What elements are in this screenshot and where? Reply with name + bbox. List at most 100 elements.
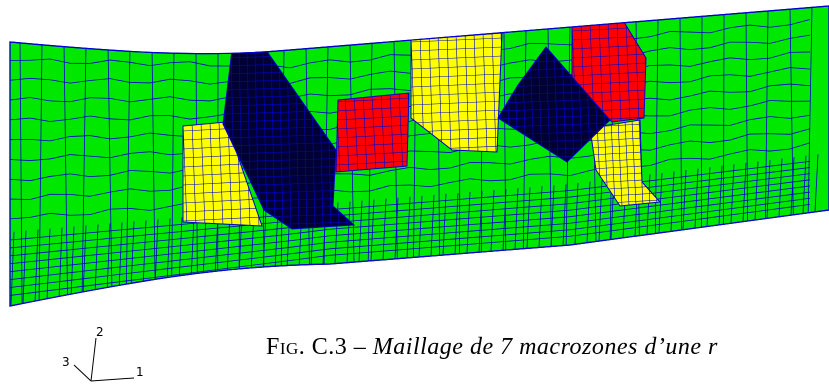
mesh-edge <box>649 31 671 38</box>
mesh-edge <box>409 214 431 217</box>
mesh-edge <box>29 158 51 161</box>
mesh-edge <box>789 83 811 87</box>
mesh-edge <box>429 225 451 229</box>
mesh-edge <box>336 106 409 112</box>
mesh-edge <box>151 46 156 288</box>
mesh-edge <box>689 192 711 196</box>
mesh-edge <box>227 122 233 226</box>
mesh-edge <box>358 200 363 262</box>
mesh-edge <box>309 111 331 114</box>
mesh-edge <box>353 93 359 172</box>
mesh-edge <box>569 155 591 159</box>
mesh-edge <box>58 227 63 300</box>
mesh-edge <box>789 204 811 208</box>
mesh-edge <box>729 105 751 110</box>
mesh-edge <box>649 158 671 166</box>
mesh-edge <box>209 240 231 244</box>
mesh-edge <box>189 249 211 253</box>
axis-3-label: 3 <box>62 355 70 369</box>
mesh-edge <box>629 218 651 223</box>
mesh-edge <box>489 214 511 217</box>
mesh-edge <box>389 166 411 172</box>
mesh-edge <box>729 199 751 203</box>
mesh-edge <box>149 62 171 66</box>
mesh-edge <box>649 190 671 195</box>
mesh-edge <box>29 266 51 270</box>
mesh-edge <box>789 67 811 70</box>
mesh-edge <box>109 243 131 247</box>
mesh-edge <box>309 93 331 97</box>
mesh-edge <box>430 194 435 256</box>
mesh-edge <box>409 184 431 188</box>
mesh-edge <box>609 221 631 225</box>
mesh-edge <box>149 189 171 192</box>
mesh-edge <box>109 188 131 193</box>
mesh-edge <box>464 33 470 152</box>
mesh-edge <box>69 173 91 178</box>
mesh-edge <box>189 80 211 85</box>
mesh-edge <box>223 157 354 163</box>
mesh-edge <box>729 24 751 29</box>
mesh-edge <box>89 191 111 197</box>
mesh-edge <box>769 37 791 44</box>
mesh-edge <box>709 74 731 77</box>
mesh-edge <box>706 167 711 227</box>
mesh-edge <box>745 12 748 222</box>
mesh-edge <box>561 47 567 162</box>
mesh-edge <box>169 223 191 226</box>
mesh-edge <box>336 115 409 121</box>
mesh-edge <box>638 120 644 206</box>
mesh-edge <box>409 201 431 204</box>
mesh-edge <box>349 219 371 222</box>
mesh-edge <box>789 142 811 150</box>
mesh-edge <box>489 234 511 237</box>
mesh-edge <box>569 220 591 224</box>
mesh-edge <box>729 211 751 216</box>
mesh-edge <box>370 199 375 261</box>
mesh-edge <box>183 207 262 213</box>
mesh-edge <box>411 64 502 70</box>
mesh-edge <box>409 220 431 224</box>
mesh-edge <box>249 249 271 253</box>
mesh-edge <box>262 210 267 273</box>
mesh-edge <box>10 276 31 280</box>
mesh-edge <box>389 209 411 212</box>
mesh-edge <box>769 116 791 119</box>
mesh-edge <box>669 140 691 146</box>
mesh-edge <box>336 151 409 157</box>
mesh-edge <box>489 240 511 244</box>
mesh-edge <box>749 184 771 188</box>
mesh-edge <box>169 115 191 120</box>
mesh-edge <box>526 187 531 249</box>
mesh-edge <box>329 77 351 80</box>
mesh-edge <box>769 175 791 180</box>
mesh-edge <box>129 98 151 103</box>
mesh-edge <box>509 239 531 242</box>
mesh-edge <box>89 237 111 241</box>
mesh-edge <box>346 201 351 263</box>
mesh-edge <box>729 57 751 61</box>
mesh-edge <box>769 51 791 59</box>
mesh-edge <box>549 216 571 219</box>
mesh-edge <box>749 196 771 201</box>
mesh-edge <box>369 185 391 192</box>
mesh-edge <box>183 122 188 226</box>
mesh-edge <box>789 191 811 196</box>
mesh-edge <box>154 219 159 287</box>
mesh-edge <box>689 217 711 221</box>
mesh-edge <box>89 252 111 256</box>
mesh-edge <box>766 159 771 219</box>
mesh-edge <box>537 47 543 162</box>
mesh-edge <box>149 170 171 174</box>
mesh-edge <box>69 97 91 103</box>
mesh-edge <box>449 211 471 214</box>
mesh-edge <box>769 133 791 135</box>
mesh-edge <box>49 257 71 260</box>
mesh-edge <box>789 128 811 135</box>
mesh-edge <box>469 242 491 245</box>
mesh-edge <box>89 267 111 271</box>
mesh-edge <box>398 93 404 172</box>
mesh-edge <box>10 269 31 273</box>
mesh-edge <box>609 227 631 232</box>
